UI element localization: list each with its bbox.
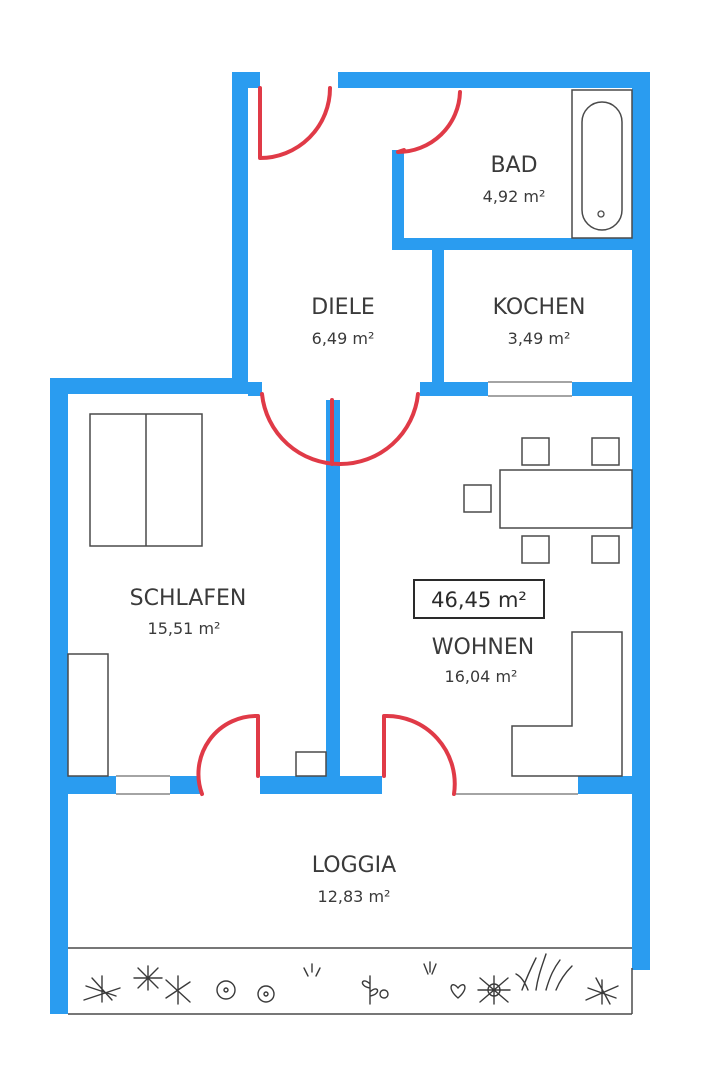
room-area-loggia: 12,83 m² bbox=[318, 887, 391, 906]
flower-icon bbox=[216, 980, 236, 1000]
wall-top-left bbox=[232, 72, 260, 88]
room-name-diele: DIELE bbox=[311, 295, 375, 320]
wall-loggia-top-b bbox=[170, 776, 200, 794]
door-entry bbox=[258, 86, 332, 160]
flower-icon bbox=[257, 985, 275, 1003]
door-wohnen-loggia bbox=[382, 713, 457, 796]
plant-icon bbox=[585, 977, 619, 1005]
wall-kochen-bottom-b bbox=[572, 382, 636, 396]
walls bbox=[50, 72, 650, 1014]
plant-icon bbox=[133, 965, 163, 991]
heart-icon bbox=[450, 984, 466, 999]
room-area-wohnen: 16,04 m² bbox=[445, 667, 518, 686]
wall-middle bbox=[326, 400, 340, 780]
wall-kochen-left bbox=[432, 238, 444, 394]
grass-icon bbox=[515, 953, 573, 991]
room-name-wohnen: WOHNEN bbox=[432, 635, 534, 660]
plant-icon bbox=[83, 975, 121, 1003]
room-area-kochen: 3,49 m² bbox=[508, 329, 571, 348]
door-wohnen bbox=[338, 392, 420, 467]
door-schlafen-loggia bbox=[196, 713, 260, 796]
sprout-icon bbox=[361, 975, 389, 1005]
chair-1 bbox=[521, 437, 550, 466]
sofa bbox=[511, 631, 623, 777]
wall-kochen-bottom-a bbox=[432, 382, 488, 396]
wall-diele-bottom-b bbox=[420, 382, 434, 396]
chair-3 bbox=[463, 484, 492, 513]
chair-5 bbox=[591, 535, 620, 564]
door-bad bbox=[396, 90, 462, 154]
dining-table bbox=[499, 469, 633, 529]
room-name-loggia: LOGGIA bbox=[312, 853, 396, 878]
room-area-schlafen: 15,51 m² bbox=[148, 619, 221, 638]
room-name-kochen: KOCHEN bbox=[493, 295, 586, 320]
wall-bad-left bbox=[392, 150, 404, 248]
flower-icon bbox=[477, 975, 511, 1005]
room-name-schlafen: SCHLAFEN bbox=[130, 586, 247, 611]
sprout-icon bbox=[303, 963, 321, 977]
shelf-schlafen bbox=[67, 653, 109, 777]
chair-4 bbox=[521, 535, 550, 564]
room-area-diele: 6,49 m² bbox=[312, 329, 375, 348]
loggia-outline bbox=[68, 381, 633, 1015]
wall-loggia-top-d bbox=[578, 776, 650, 794]
wall-schlafen-top bbox=[50, 378, 248, 394]
total-area: 46,45 m² bbox=[431, 588, 527, 612]
total-area-box bbox=[413, 579, 545, 619]
labels: BAD 4,92 m² DIELE 6,49 m² KOCHEN 3,49 m²… bbox=[130, 153, 586, 906]
wall-top bbox=[338, 72, 650, 88]
planter-plants bbox=[83, 953, 619, 1005]
room-area-bad: 4,92 m² bbox=[483, 187, 546, 206]
plant-icon bbox=[165, 975, 191, 1005]
chair-2 bbox=[591, 437, 620, 466]
wall-diele-bottom-a bbox=[248, 382, 262, 396]
furniture bbox=[67, 89, 633, 777]
wall-loggia-left bbox=[50, 790, 68, 1014]
door-schlafen bbox=[260, 392, 342, 467]
room-name-bad: BAD bbox=[490, 153, 537, 178]
wall-loggia-top-c bbox=[260, 776, 382, 794]
wall-bad-bottom bbox=[392, 238, 637, 250]
sprout-icon bbox=[423, 961, 437, 975]
wall-right bbox=[632, 72, 650, 970]
bathtub-inner bbox=[581, 101, 623, 231]
doors bbox=[196, 86, 462, 796]
wall-loggia-top-a bbox=[50, 776, 116, 794]
nightstand bbox=[295, 751, 327, 777]
wall-diele-left bbox=[232, 72, 248, 394]
